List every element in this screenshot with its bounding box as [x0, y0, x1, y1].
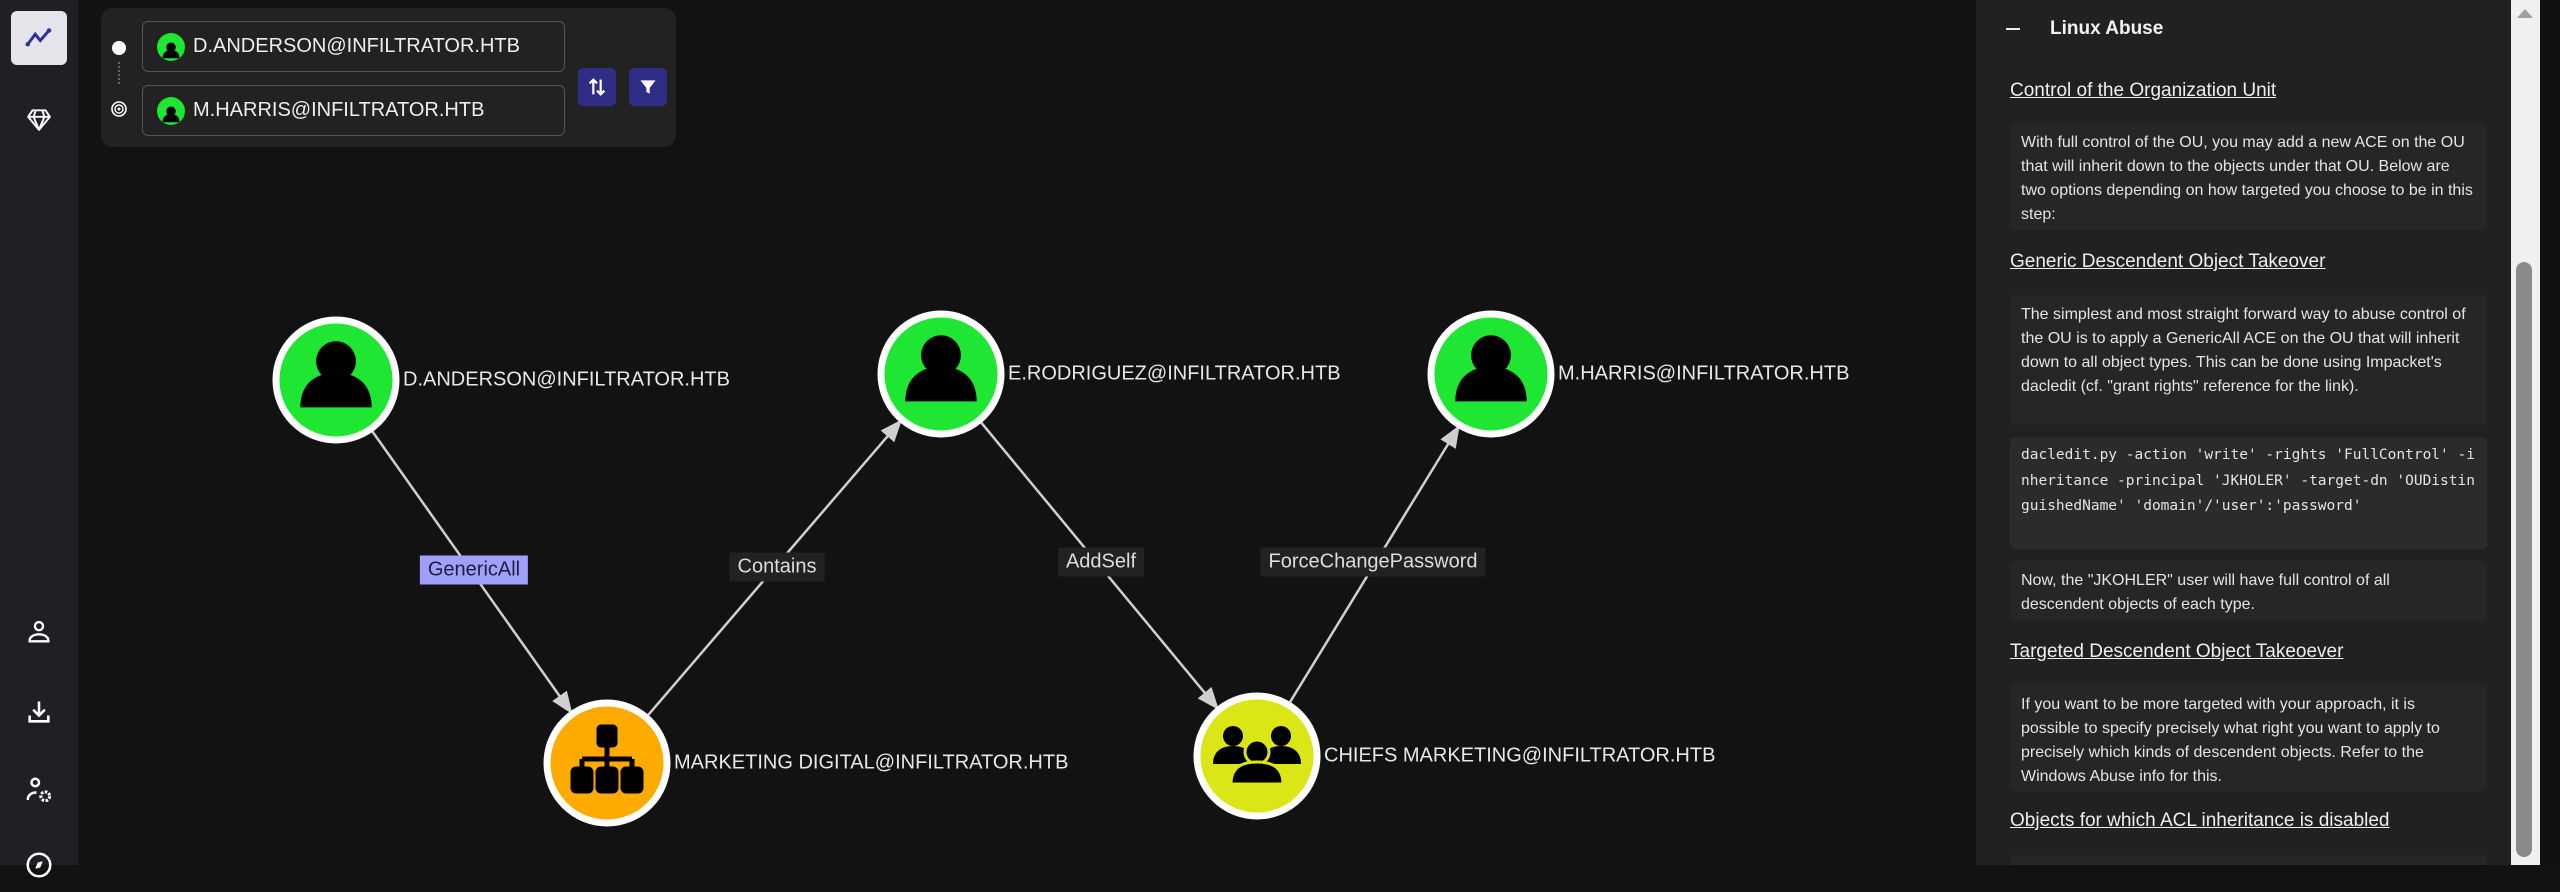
node-label: E.RODRIGUEZ@INFILTRATOR.HTB	[1008, 362, 1341, 385]
diamond-icon	[27, 109, 51, 131]
edge-label-contains[interactable]: Contains	[729, 552, 825, 582]
start-node-value: D.ANDERSON@INFILTRATOR.HTB	[193, 35, 520, 57]
user-icon	[28, 620, 50, 643]
heading-control-ou: Control of the Organization Unit	[2010, 80, 2277, 101]
edge-label-addself[interactable]: AddSelf	[1057, 547, 1145, 577]
end-node-value: M.HARRIS@INFILTRATOR.HTB	[193, 99, 485, 121]
sidebar-item-profile[interactable]	[11, 605, 67, 659]
graph-node-user[interactable]	[1427, 310, 1555, 438]
linux-abuse-section-toggle[interactable]: Linux Abuse	[2006, 18, 2163, 40]
edge-label-forcechangepassword[interactable]: ForceChangePassword	[1260, 547, 1486, 577]
swap-button[interactable]	[578, 68, 616, 106]
node-label: CHIEFS MARKETING@INFILTRATOR.HTB	[1324, 744, 1716, 767]
paragraph: Now, the "JKOHLER" user will have full c…	[2010, 561, 2487, 620]
end-node-input[interactable]: M.HARRIS@INFILTRATOR.HTB	[142, 85, 565, 136]
download-icon	[28, 701, 50, 723]
paragraph	[2010, 855, 2487, 865]
graph-svg	[272, 310, 1555, 827]
paragraph: If you want to be more targeted with you…	[2010, 685, 2487, 791]
group-icon	[1213, 726, 1301, 786]
node-label: MARKETING DIGITAL@INFILTRATOR.HTB	[674, 751, 1069, 774]
filter-icon	[640, 80, 656, 94]
collapse-icon	[2006, 28, 2020, 30]
sidebar-item-compass[interactable]	[11, 838, 67, 892]
entity-info-panel: Linux Abuse Control of the Organization …	[1976, 0, 2511, 865]
filter-button[interactable]	[629, 68, 667, 106]
heading-targeted-takeover: Targeted Descendent Object Takeoever	[2010, 641, 2344, 662]
scroll-up-icon[interactable]	[2517, 9, 2533, 18]
sidebar-item-cypher[interactable]	[11, 92, 67, 146]
graph-node-user[interactable]	[877, 310, 1005, 438]
scrollbar-thumb[interactable]	[2516, 262, 2532, 857]
graph-canvas[interactable]: GenericAll Contains AddSelf ForceChangePass…	[78, 0, 1976, 865]
heading-acl-inheritance-disabled: Objects for which ACL inheritance is dis…	[2010, 810, 2390, 831]
heading-generic-takeover: Generic Descendent Object Takeover	[2010, 251, 2326, 272]
node-label: M.HARRIS@INFILTRATOR.HTB	[1558, 362, 1850, 385]
sidebar-item-explore[interactable]	[11, 11, 67, 65]
sidebar-item-download[interactable]	[11, 685, 67, 739]
user-avatar-icon	[157, 96, 185, 125]
graph-node-group[interactable]	[1193, 692, 1321, 820]
user-avatar-icon	[157, 32, 185, 61]
node-label: D.ANDERSON@INFILTRATOR.HTB	[403, 368, 730, 391]
panel-scrollbar[interactable]	[2511, 0, 2540, 865]
compass-icon	[26, 852, 52, 878]
section-title: Linux Abuse	[2050, 18, 2164, 39]
sidebar	[0, 0, 78, 878]
swap-vertical-icon	[588, 78, 606, 96]
sidebar-item-administration[interactable]	[11, 763, 67, 817]
pathfinding-panel: D.ANDERSON@INFILTRATOR.HTB M.HARRIS@INFI…	[101, 8, 676, 147]
start-node-input[interactable]: D.ANDERSON@INFILTRATOR.HTB	[142, 21, 565, 72]
path-connector-icon	[111, 41, 127, 117]
graph-node-user[interactable]	[272, 316, 400, 444]
chart-line-icon	[25, 28, 52, 47]
code-block[interactable]: dacledit.py -action 'write' -rights 'Ful…	[2010, 437, 2487, 549]
user-gear-icon	[26, 777, 52, 803]
paragraph: The simplest and most straight forward w…	[2010, 295, 2487, 425]
window-edge	[2540, 0, 2560, 865]
edge-label-genericall[interactable]: GenericAll	[419, 555, 529, 585]
graph-node-ou[interactable]	[543, 699, 671, 827]
organization-unit-icon	[570, 724, 644, 794]
paragraph: With full control of the OU, you may add…	[2010, 123, 2487, 230]
